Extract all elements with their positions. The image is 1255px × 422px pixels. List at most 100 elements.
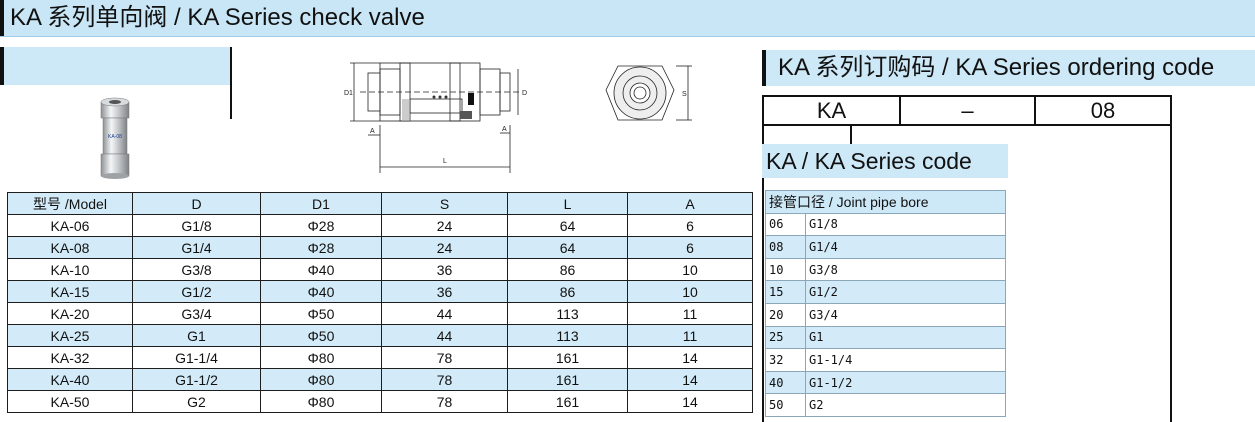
cell-model: KA-25 — [7, 324, 133, 347]
cell-a: 6 — [627, 236, 753, 259]
header-a: A — [627, 192, 753, 215]
bore-table: 接管口径 / Joint pipe bore 06 G1/8 08 G1/4 1… — [765, 190, 1006, 417]
left-banner-marker — [0, 47, 4, 85]
header-d1: D1 — [260, 192, 382, 215]
cell-l: 113 — [507, 302, 628, 325]
cell-a: 14 — [627, 390, 753, 413]
page-title: KA 系列单向阀 / KA Series check valve — [10, 4, 425, 31]
cell-d1: Φ40 — [260, 258, 382, 281]
list-item: 50 G2 — [765, 393, 1006, 417]
bore-size: G1/4 — [805, 235, 1006, 259]
ordering-code-header: KA 系列订购码 / KA Series ordering code — [762, 50, 1255, 86]
cell-d1: Φ40 — [260, 280, 382, 303]
cell-l: 161 — [507, 390, 628, 413]
bore-size: G3/4 — [805, 302, 1006, 327]
cell-d: G1/4 — [132, 236, 261, 259]
bore-size: G1-1/2 — [805, 370, 1006, 395]
cell-d1: Φ28 — [260, 236, 382, 259]
cell-l: 161 — [507, 368, 628, 391]
cell-d1: Φ50 — [260, 324, 382, 347]
cell-d1: Φ50 — [260, 302, 382, 325]
cell-s: 78 — [381, 390, 508, 413]
spec-table-header: 型号 /Model D D1 S L A — [7, 192, 753, 215]
header-l: L — [507, 192, 628, 215]
cell-s: 78 — [381, 346, 508, 369]
list-item: 40 G1-1/2 — [765, 370, 1006, 395]
cell-model: KA-15 — [7, 280, 133, 303]
cell-s: 78 — [381, 368, 508, 391]
cell-d: G1/8 — [132, 214, 261, 237]
header-model: 型号 /Model — [7, 192, 133, 215]
cell-s: 24 — [381, 214, 508, 237]
cell-model: KA-20 — [7, 302, 133, 325]
cell-l: 86 — [507, 258, 628, 281]
product-photo: KA-08 — [100, 97, 130, 179]
code-part-bore: 08 — [1034, 95, 1172, 126]
spec-table: 型号 /Model D D1 S L A KA-06 G1/8 Φ28 24 6… — [7, 192, 753, 413]
cell-d: G1-1/2 — [132, 368, 261, 391]
bore-code: 06 — [765, 212, 806, 237]
cell-d: G2 — [132, 390, 261, 413]
series-code-label: KA / KA Series code — [762, 144, 1008, 178]
code-part-separator: – — [899, 95, 1036, 126]
list-item: 06 G1/8 — [765, 212, 1006, 237]
table-row: KA-06 G1/8 Φ28 24 64 6 — [7, 214, 753, 237]
cell-d1: Φ80 — [260, 368, 382, 391]
cell-a: 11 — [627, 324, 753, 347]
cell-a: 14 — [627, 368, 753, 391]
cell-d: G1-1/4 — [132, 346, 261, 369]
cell-d: G1/2 — [132, 280, 261, 303]
cell-d: G3/8 — [132, 258, 261, 281]
bore-table-header: 接管口径 / Joint pipe bore — [765, 190, 1006, 214]
cell-s: 44 — [381, 302, 508, 325]
cell-model: KA-08 — [7, 236, 133, 259]
cell-l: 64 — [507, 214, 628, 237]
left-connector-line — [762, 126, 764, 422]
code-part-series: KA — [762, 95, 901, 126]
cell-model: KA-50 — [7, 390, 133, 413]
cell-a: 10 — [627, 258, 753, 281]
bore-code: 40 — [765, 370, 806, 395]
table-row: KA-25 G1 Φ50 44 113 11 — [7, 324, 753, 347]
table-row: KA-40 G1-1/2 Φ80 78 161 14 — [7, 368, 753, 391]
table-row: KA-10 G3/8 Φ40 36 86 10 — [7, 258, 753, 281]
drawing-label-s: S — [682, 91, 687, 98]
bore-size: G1/2 — [805, 280, 1006, 304]
header-d: D — [132, 192, 261, 215]
title-marker — [0, 0, 4, 36]
bore-size: G3/8 — [805, 257, 1006, 282]
drawing-label-d1: D1 — [344, 90, 353, 97]
list-item: 10 G3/8 — [765, 257, 1006, 282]
table-row: KA-15 G1/2 Φ40 36 86 10 — [7, 280, 753, 303]
cell-model: KA-40 — [7, 368, 133, 391]
cell-l: 64 — [507, 236, 628, 259]
cell-d: G3/4 — [132, 302, 261, 325]
ordering-header-marker — [762, 50, 766, 86]
cell-s: 36 — [381, 280, 508, 303]
cell-a: 11 — [627, 302, 753, 325]
bore-header: 接管口径 / Joint pipe bore — [765, 190, 1006, 214]
cell-d1: Φ80 — [260, 390, 382, 413]
list-item: 15 G1/2 — [765, 280, 1006, 304]
title-bar: KA 系列单向阀 / KA Series check valve — [0, 0, 1255, 37]
bore-code: 15 — [765, 280, 806, 304]
cell-d1: Φ28 — [260, 214, 382, 237]
cell-l: 113 — [507, 324, 628, 347]
left-banner-divider — [230, 47, 232, 119]
table-row: KA-32 G1-1/4 Φ80 78 161 14 — [7, 346, 753, 369]
series-connector-line — [850, 126, 852, 144]
cell-a: 14 — [627, 346, 753, 369]
cell-model: KA-32 — [7, 346, 133, 369]
table-row: KA-20 G3/4 Φ50 44 113 11 — [7, 302, 753, 325]
bore-size: G1-1/4 — [805, 348, 1006, 372]
left-banner — [0, 47, 230, 85]
cell-s: 44 — [381, 324, 508, 347]
table-row: KA-08 G1/4 Φ28 24 64 6 — [7, 236, 753, 259]
list-item: 20 G3/4 — [765, 302, 1006, 327]
list-item: 25 G1 — [765, 325, 1006, 350]
bore-size: G1/8 — [805, 212, 1006, 237]
cell-l: 161 — [507, 346, 628, 369]
cell-d1: Φ80 — [260, 346, 382, 369]
list-item: 32 G1-1/4 — [765, 348, 1006, 372]
end-view-drawing: S — [605, 65, 692, 121]
